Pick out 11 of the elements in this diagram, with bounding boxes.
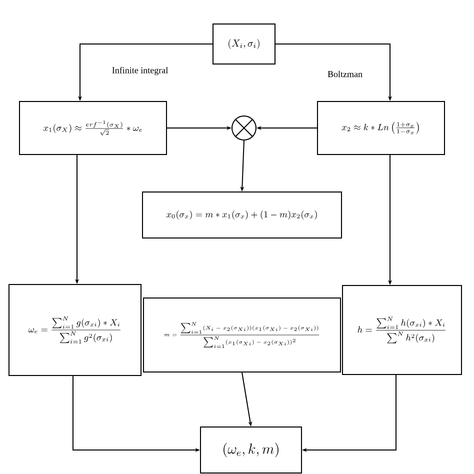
edge-label: Boltzman bbox=[326, 70, 364, 78]
process-box: $x_0(\sigma_x) = m * x_1(\sigma_x) + (1-m) x_2(\sigma_x)$ bbox=[142, 192, 342, 238]
edge-label: Infinite integral bbox=[110, 66, 170, 76]
multiplier-circle bbox=[232, 116, 256, 140]
formula-box: $m = \frac{\sum_{i=1}^{N}(X_i - x_2(\sigma_{Xi}))(x_1(\sigma_{Xi}) - x_2(\sigma_{Xi}))}{\sum_{i=1}^{N}(x_1(\sigma_{Xi}) - x_2(\sigma_{Xi}))^2}$ bbox=[143, 298, 341, 372]
output-box: $(\omega_e, k, m)$ bbox=[200, 426, 302, 474]
formula-box: $\omega_e = \frac{\sum_{i=1}^{N} g(\sigma_{xi}) * X_i}{\sum_{i=1}^{N} g^2(\sigma_{xi})}$ bbox=[8, 284, 142, 376]
input-box: $(X_i, \sigma_i)$ bbox=[212, 24, 276, 64]
formula-box: $h = \frac{\sum_{i=1}^{N} h(\sigma_{xi}) * X_i}{\sum^{N} h^2(\sigma_{xi})}$ bbox=[342, 285, 462, 375]
process-box: $x_2 \approx k * Ln\left(\frac{1+\sigma_x}{1-\sigma_x}\right)$ bbox=[317, 101, 445, 155]
process-box: $x_1(\sigma_X) \approx \frac{erf^{-1}(\sigma_X)}{\sqrt{2}} * \omega_e$ bbox=[19, 101, 167, 155]
